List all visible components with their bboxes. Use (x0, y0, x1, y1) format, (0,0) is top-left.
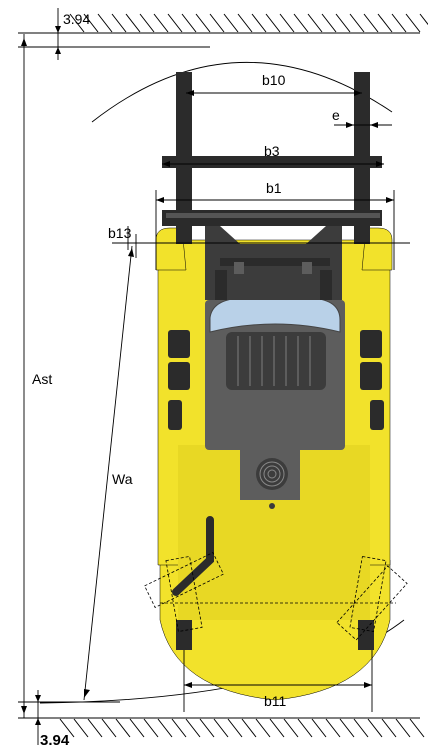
b13-label: b13 (108, 225, 132, 241)
hatch-line (101, 718, 117, 738)
hatch-line (129, 718, 145, 738)
hatch-line (241, 718, 257, 738)
hatch-line (209, 13, 225, 33)
hatch-line (227, 718, 243, 738)
hatch-line (311, 718, 327, 738)
bottom-wall-hatching (18, 717, 425, 738)
turning-arc-top (91, 61, 393, 123)
hatch-line (83, 13, 99, 33)
hatch-line (367, 718, 383, 738)
bottom-clearance-label: 3.94 (40, 732, 70, 749)
hatch-line (167, 13, 183, 33)
hatch-line (297, 718, 313, 738)
hatch-line (363, 13, 379, 33)
hatch-line (73, 718, 89, 738)
hatch-line (265, 13, 281, 33)
wa-dimension (83, 245, 134, 701)
hatch-line (409, 718, 425, 738)
hatch-line (279, 13, 295, 33)
forklift-body (155, 227, 393, 701)
hatch-line (283, 718, 299, 738)
hatch-line (307, 13, 323, 33)
b11-dimension (183, 650, 373, 712)
b10-dimension (186, 90, 362, 96)
dashed-wheel-outlines (144, 552, 408, 641)
hatch-line (377, 13, 393, 33)
top-wall-hatching (18, 13, 428, 34)
top-clearance-marker (55, 8, 61, 60)
b1-label: b1 (266, 180, 282, 196)
hatch-line (171, 718, 187, 738)
top-clearance-label: 3.94 (63, 11, 90, 27)
hatch-line (419, 13, 428, 26)
hatch-line (395, 718, 411, 738)
b10-label: b10 (262, 72, 286, 88)
hatch-line (293, 13, 309, 33)
hatch-line (381, 718, 397, 738)
hatch-line (335, 13, 351, 33)
b1-dimension (155, 190, 395, 270)
b3-dimension (162, 161, 384, 167)
wa-label: Wa (112, 471, 133, 487)
hatch-line (69, 13, 85, 33)
hatch-line (213, 718, 229, 738)
hatch-line (143, 718, 159, 738)
b11-label: b11 (264, 693, 287, 709)
b3-label: b3 (264, 143, 280, 159)
ast-label: Ast (32, 371, 52, 387)
hatch-line (199, 718, 215, 738)
hatch-line (181, 13, 197, 33)
hatch-line (157, 718, 173, 738)
hatch-line (353, 718, 369, 738)
hatch-line (153, 13, 169, 33)
hatch-line (255, 718, 271, 738)
e-label: e (332, 107, 340, 123)
hatch-line (139, 13, 155, 33)
hatch-line (87, 718, 103, 738)
hatch-line (195, 13, 211, 33)
bottom-clearance-marker (35, 690, 41, 745)
hatch-line (321, 13, 337, 33)
hatch-line (59, 718, 75, 738)
hatch-line (391, 13, 407, 33)
hatch-line (349, 13, 365, 33)
b13-dimension (112, 226, 410, 258)
hatch-line (223, 13, 239, 33)
hatch-line (237, 13, 253, 33)
hatch-line (325, 718, 341, 738)
hatch-line (339, 718, 355, 738)
hatch-line (405, 13, 421, 33)
hatch-line (185, 718, 201, 738)
mast-assembly (162, 72, 382, 300)
hatch-line (115, 718, 131, 738)
e-dimension (334, 122, 392, 128)
hatch-line (269, 718, 285, 738)
hatch-line (97, 13, 113, 33)
hatch-line (251, 13, 267, 33)
hatch-line (111, 13, 127, 33)
hatch-line (125, 13, 141, 33)
